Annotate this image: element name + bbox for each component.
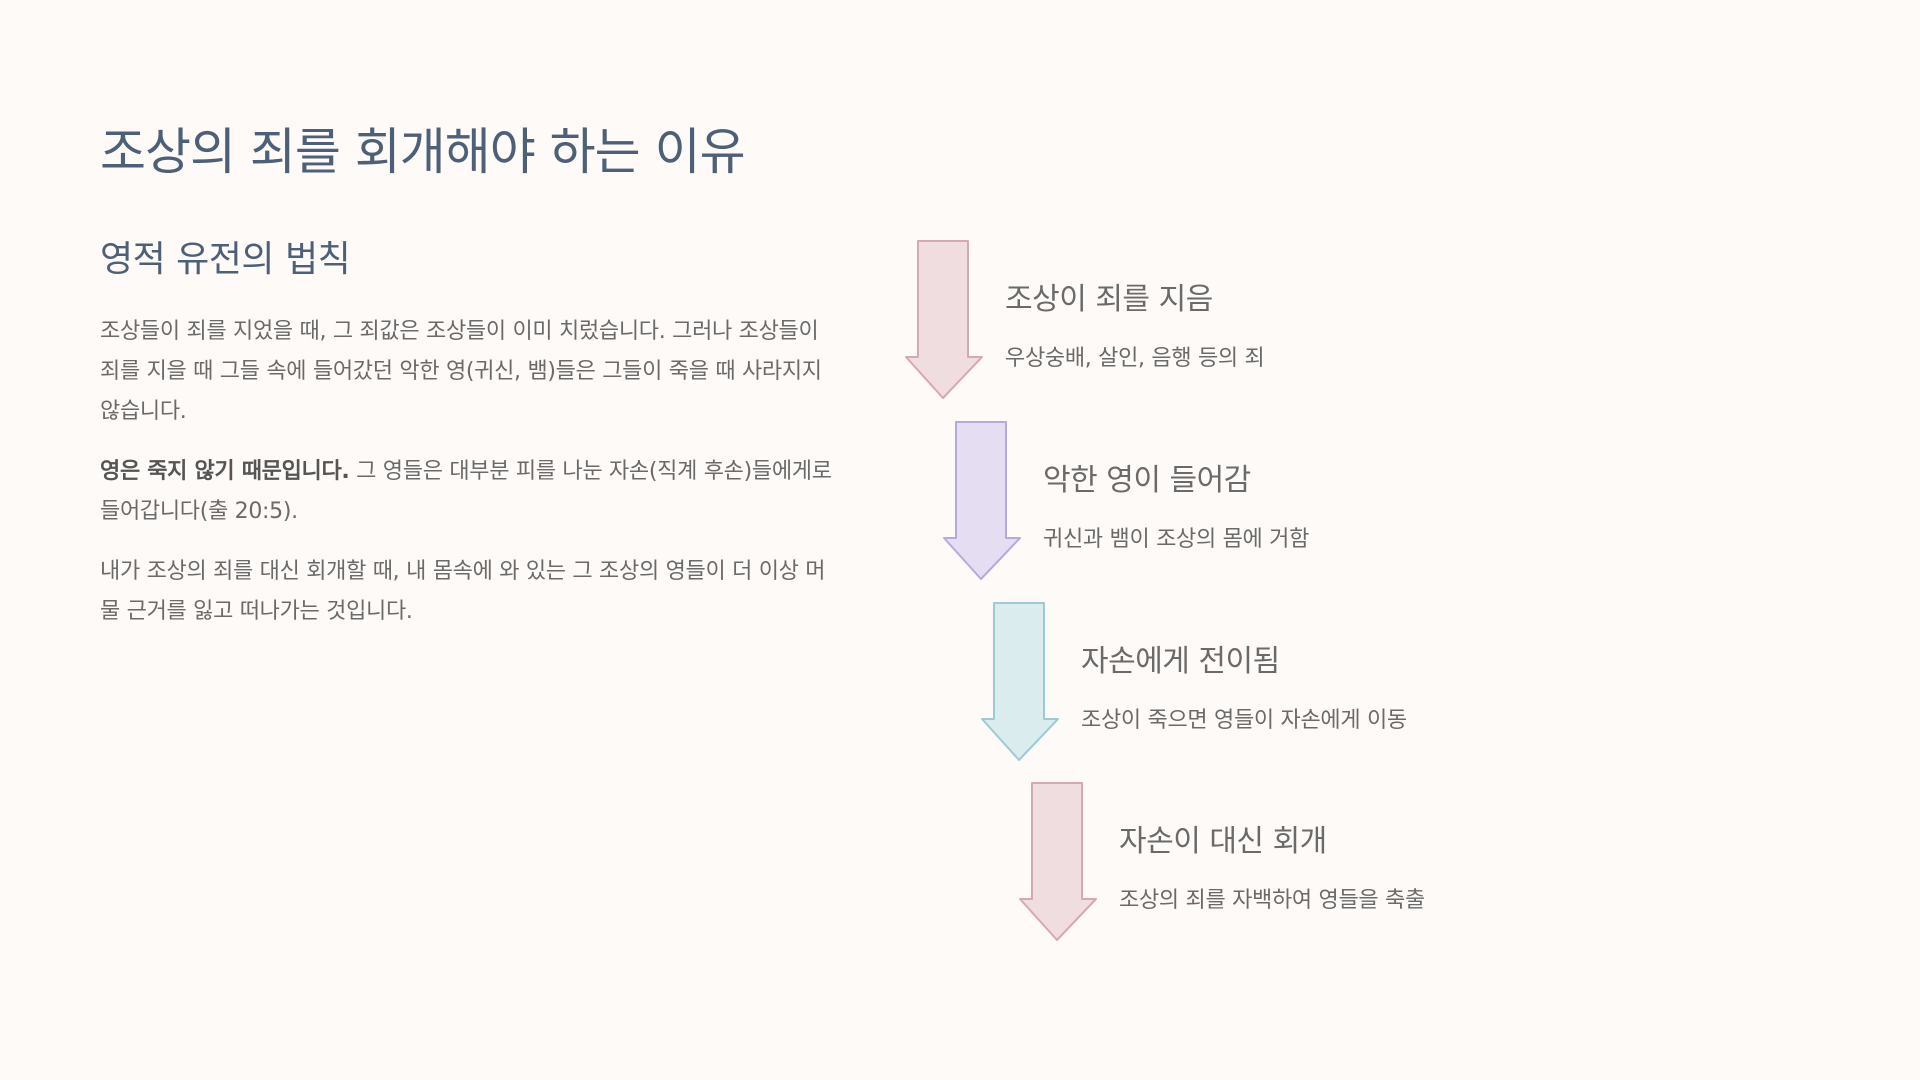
arrow-shape [1019, 782, 1097, 941]
paragraph-3: 내가 조상의 죄를 대신 회개할 때, 내 몸속에 와 있는 그 조상의 영들이… [100, 559, 826, 624]
down-arrow-icon [1019, 782, 1097, 941]
flow-step-title: 자손이 대신 회개 [1119, 824, 1327, 859]
arrow-shape [981, 602, 1059, 761]
flow-step-desc: 조상이 죽으면 영들이 자손에게 이동 [1081, 708, 1407, 733]
flow-step-title: 자손에게 전이됨 [1081, 644, 1280, 679]
flow-step-3: 자손에게 전이됨 조상이 죽으면 영들이 자손에게 이동 [981, 602, 1541, 772]
left-column: 영적 유전의 법칙 조상들이 죄를 지었을 때, 그 죄값은 조상들이 이미 치… [100, 234, 845, 652]
section-subtitle: 영적 유전의 법칙 [100, 239, 351, 280]
flow-step-title: 악한 영이 들어감 [1043, 463, 1251, 498]
paragraph-2: 영은 죽지 않기 때문입니다. 그 영들은 대부분 피를 나눈 자손(직계 후손… [100, 452, 845, 532]
down-arrow-icon [981, 602, 1059, 761]
down-arrow-icon [943, 421, 1021, 580]
arrow-shape [943, 421, 1021, 580]
flow-step-desc: 귀신과 뱀이 조상의 몸에 거함 [1043, 527, 1310, 552]
flow-step-2: 악한 영이 들어감 귀신과 뱀이 조상의 몸에 거함 [943, 421, 1503, 591]
arrow-shape [905, 240, 983, 399]
paragraph-1: 조상들이 죄를 지었을 때, 그 죄값은 조상들이 이미 치렀습니다. 그러나 … [100, 319, 822, 424]
paragraph-2-bold: 영은 죽지 않기 때문입니다. [100, 459, 350, 484]
paragraph-2-text: 그 영들은 대부분 피를 나눈 자손(직계 후손)들에게로 들어갑니다(출 20… [100, 459, 832, 524]
flow-step-desc: 조상의 죄를 자백하여 영들을 축출 [1119, 888, 1425, 913]
slide-title: 조상의 죄를 회개해야 하는 이유 [100, 123, 746, 181]
flow-step-4: 자손이 대신 회개 조상의 죄를 자백하여 영들을 축출 [1019, 782, 1579, 952]
flow-step-title: 조상이 죄를 지음 [1005, 282, 1213, 317]
down-arrow-icon [905, 240, 983, 399]
flow-step-1: 조상이 죄를 지음 우상숭배, 살인, 음행 등의 죄 [905, 240, 1465, 410]
flow-step-desc: 우상숭배, 살인, 음행 등의 죄 [1005, 346, 1265, 371]
